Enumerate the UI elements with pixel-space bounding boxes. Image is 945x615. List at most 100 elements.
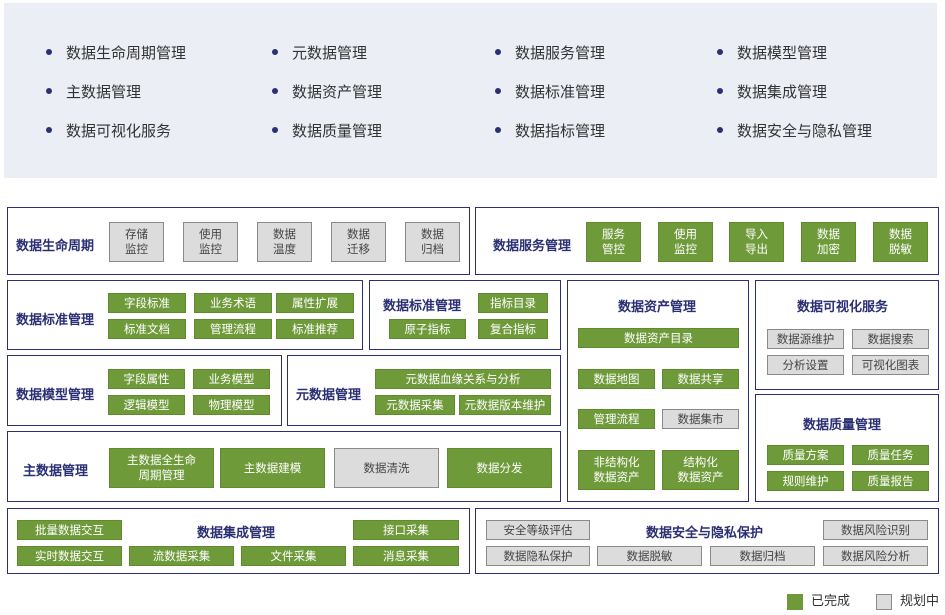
- bullet-label: 主数据管理: [66, 83, 142, 101]
- chip-planned: 数据 温度: [257, 222, 312, 262]
- chip-planned: 数据 归档: [405, 222, 460, 262]
- bullet-label: 数据模型管理: [737, 44, 828, 62]
- chip-done: 主数据全生命 周期管理: [109, 448, 214, 488]
- chip-done: 管理流程: [194, 319, 272, 339]
- panel-visual: 数据可视化服务 数据源维护 数据搜索 分析设置 可视化图表: [755, 280, 939, 390]
- bullet-dot-icon: [46, 48, 52, 55]
- chip-done: 流数据采集: [129, 546, 234, 566]
- bullet-item: 数据可视化服务: [46, 120, 171, 141]
- bullet-item: 数据标准管理: [495, 81, 605, 102]
- bullet-dot-icon: [717, 48, 723, 55]
- done-swatch-icon: [787, 593, 803, 610]
- chip-done: 字段标准: [108, 293, 186, 313]
- legend-done: 已完成: [787, 590, 850, 610]
- chip-planned: 安全等级评估: [486, 520, 590, 540]
- chip-done: 数据 脱敏: [873, 222, 928, 262]
- chip-planned: 可视化图表: [852, 355, 929, 375]
- chip-planned: 分析设置: [767, 355, 844, 375]
- chip-planned: 数据风险识别: [823, 520, 928, 540]
- chip-done: 数据资产目录: [578, 328, 739, 348]
- bullet-label: 数据指标管理: [515, 122, 606, 140]
- bullet-item: 数据质量管理: [272, 120, 382, 141]
- chip-done: 服务 管控: [586, 222, 641, 262]
- chip-done: 消息采集: [353, 546, 459, 566]
- panel-master-data: 主数据管理 主数据全生命 周期管理 主数据建模 数据清洗 数据分发: [7, 431, 561, 502]
- bullet-item: 数据指标管理: [495, 120, 605, 141]
- panel-title: 主数据管理: [23, 464, 89, 479]
- bullet-dot-icon: [495, 126, 501, 133]
- chip-planned: 数据脱敏: [597, 546, 702, 566]
- chip-done: 原子指标: [389, 319, 466, 339]
- panel-security: 数据安全与隐私保护 安全等级评估 数据风险识别 数据隐私保护 数据脱敏 数据归档…: [475, 508, 939, 574]
- planned-swatch-icon: [876, 593, 892, 610]
- panel-indicator: 数据标准管理 指标目录 原子指标 复合指标: [369, 280, 561, 350]
- chip-done: 规则维护: [767, 471, 844, 491]
- bullet-label: 数据标准管理: [515, 83, 606, 101]
- bullet-dot-icon: [495, 48, 501, 55]
- bullet-dot-icon: [717, 87, 723, 94]
- chip-planned: 存储 监控: [109, 222, 164, 262]
- feature-summary-box: 数据生命周期管理 元数据管理 数据服务管理 数据模型管理 主数据管理 数据资产管…: [4, 3, 937, 178]
- chip-done: 非结构化 数据资产: [578, 450, 655, 490]
- bullet-dot-icon: [272, 87, 278, 94]
- panel-title: 数据安全与隐私保护: [646, 526, 764, 541]
- panel-lifecycle: 数据生命周期 存储 监控 使用 监控 数据 温度 数据 迁移 数据 归档: [7, 207, 470, 275]
- bullet-label: 数据可视化服务: [66, 122, 172, 140]
- chip-planned: 数据集市: [662, 409, 739, 429]
- bullet-label: 数据资产管理: [292, 83, 383, 101]
- chip-done: 数据 加密: [801, 222, 856, 262]
- chip-done: 质量方案: [767, 445, 844, 465]
- panel-title: 数据标准管理: [16, 313, 95, 328]
- panel-standard: 数据标准管理 字段标准 业务术语 属性扩展 标准文档 管理流程 标准推荐: [7, 280, 363, 350]
- chip-planned: 数据源维护: [767, 329, 844, 349]
- legend-planned: 规划中: [876, 590, 939, 610]
- chip-done: 结构化 数据资产: [662, 450, 739, 490]
- chip-done: 逻辑模型: [108, 395, 185, 415]
- chip-done: 实时数据交互: [17, 546, 122, 566]
- panel-title: 元数据管理: [296, 388, 362, 403]
- chip-done: 导入 导出: [729, 222, 784, 262]
- panel-metadata: 元数据管理 元数据血缘关系与分析 元数据采集 元数据版本维护: [287, 355, 561, 426]
- chip-planned: 使用 监控: [183, 222, 238, 262]
- bullet-dot-icon: [46, 126, 52, 133]
- bullet-label: 数据集成管理: [737, 83, 828, 101]
- chip-done: 批量数据交互: [17, 520, 122, 540]
- panel-title: 数据可视化服务: [797, 300, 889, 315]
- panel-title: 数据生命周期: [16, 239, 95, 254]
- bullet-label: 元数据管理: [292, 44, 368, 62]
- chip-done: 质量任务: [852, 445, 929, 465]
- chip-done: 字段属性: [108, 369, 185, 389]
- bullet-dot-icon: [272, 126, 278, 133]
- chip-done: 指标目录: [478, 293, 548, 313]
- bullet-item: 数据资产管理: [272, 81, 382, 102]
- panel-title: 数据集成管理: [197, 526, 276, 541]
- panel-title: 数据服务管理: [493, 239, 572, 254]
- bullet-dot-icon: [46, 87, 52, 94]
- legend-planned-label: 规划中: [900, 594, 940, 609]
- bullet-item: 数据安全与隐私管理: [717, 120, 872, 141]
- chip-done: 使用 监控: [658, 222, 713, 262]
- chip-done: 主数据建模: [220, 448, 325, 488]
- panel-quality: 数据质量管理 质量方案 质量任务 规则维护 质量报告: [755, 394, 939, 502]
- bullet-item: 主数据管理: [46, 81, 141, 102]
- panel-title: 数据质量管理: [803, 418, 882, 433]
- chip-done: 管理流程: [578, 409, 655, 429]
- bullet-label: 数据服务管理: [515, 44, 606, 62]
- chip-done: 元数据采集: [375, 395, 455, 415]
- bullet-item: 数据模型管理: [717, 42, 827, 63]
- panel-title: 数据模型管理: [16, 388, 95, 403]
- panel-service: 数据服务管理 服务 管控 使用 监控 导入 导出 数据 加密 数据 脱敏: [475, 207, 939, 275]
- chip-planned: 数据归档: [710, 546, 815, 566]
- chip-done: 业务模型: [193, 369, 270, 389]
- bullet-item: 数据集成管理: [717, 81, 827, 102]
- chip-planned: 数据风险分析: [823, 546, 928, 566]
- panel-integration: 数据集成管理 批量数据交互 接口采集 实时数据交互 流数据采集 文件采集 消息采…: [7, 508, 470, 574]
- bullet-label: 数据生命周期管理: [66, 44, 187, 62]
- chip-done: 元数据血缘关系与分析: [375, 369, 551, 389]
- chip-planned: 数据隐私保护: [486, 546, 590, 566]
- chip-planned: 数据清洗: [334, 448, 439, 488]
- chip-done: 元数据版本维护: [459, 395, 551, 415]
- panel-asset: 数据资产管理 数据资产目录 数据地图 数据共享 管理流程 数据集市 非结构化 数…: [567, 280, 749, 502]
- chip-done: 文件采集: [241, 546, 346, 566]
- chip-done: 质量报告: [852, 471, 929, 491]
